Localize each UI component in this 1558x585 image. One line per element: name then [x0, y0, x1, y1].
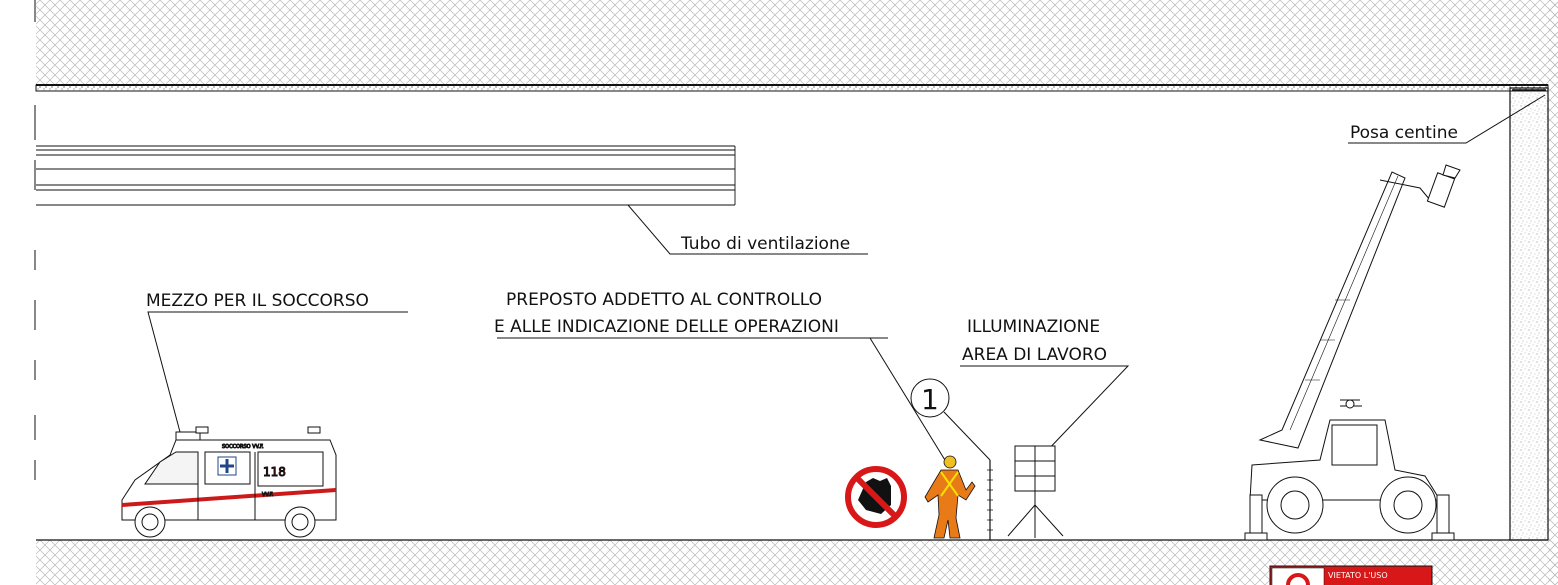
worker-icon [924, 455, 976, 539]
vietato-placard: VIETATO L'USO [1269, 565, 1433, 585]
ambulance-band-text: VV.F. [262, 492, 274, 498]
ambulance-roof-text: SOCCORSO VV.F. [222, 444, 264, 450]
prohibition-hand-icon [845, 466, 907, 528]
telehandler-icon [1244, 164, 1461, 541]
right-wall-hatch [1548, 0, 1558, 585]
barrier-post [987, 460, 993, 540]
lighting-tower-icon [1007, 445, 1064, 538]
preposto-label-1: PREPOSTO ADDETTO AL CONTROLLO [506, 290, 822, 310]
illum-label-2: AREA DI LAVORO [962, 345, 1107, 365]
vietato-label: VIETATO L'USO [1328, 571, 1388, 580]
preposto-leader [497, 337, 949, 466]
marker-1: 1 [910, 378, 991, 461]
illum-label-1: ILLUMINAZIONE [967, 317, 1100, 337]
tubo-label: Tubo di ventilazione [680, 234, 850, 254]
posa-leader [1348, 94, 1546, 144]
right-wall-lining [1509, 87, 1549, 541]
illum-leader [960, 365, 1130, 456]
mezzo-leader [147, 311, 408, 433]
mezzo-label: MEZZO PER IL SOCCORSO [146, 291, 369, 311]
tubo-leader [627, 204, 868, 255]
rock-ceiling [36, 0, 1558, 85]
preposto-label-2: E ALLE INDICAZIONE DELLE OPERAZIONI [494, 317, 839, 337]
ventilation-tube [36, 145, 736, 206]
marker-1-label: 1 [921, 383, 939, 416]
posa-label: Posa centine [1350, 123, 1458, 143]
ambulance-number: 118 [263, 465, 286, 479]
ambulance-icon: SOCCORSO VV.F. 118 VV.F. [121, 426, 337, 538]
